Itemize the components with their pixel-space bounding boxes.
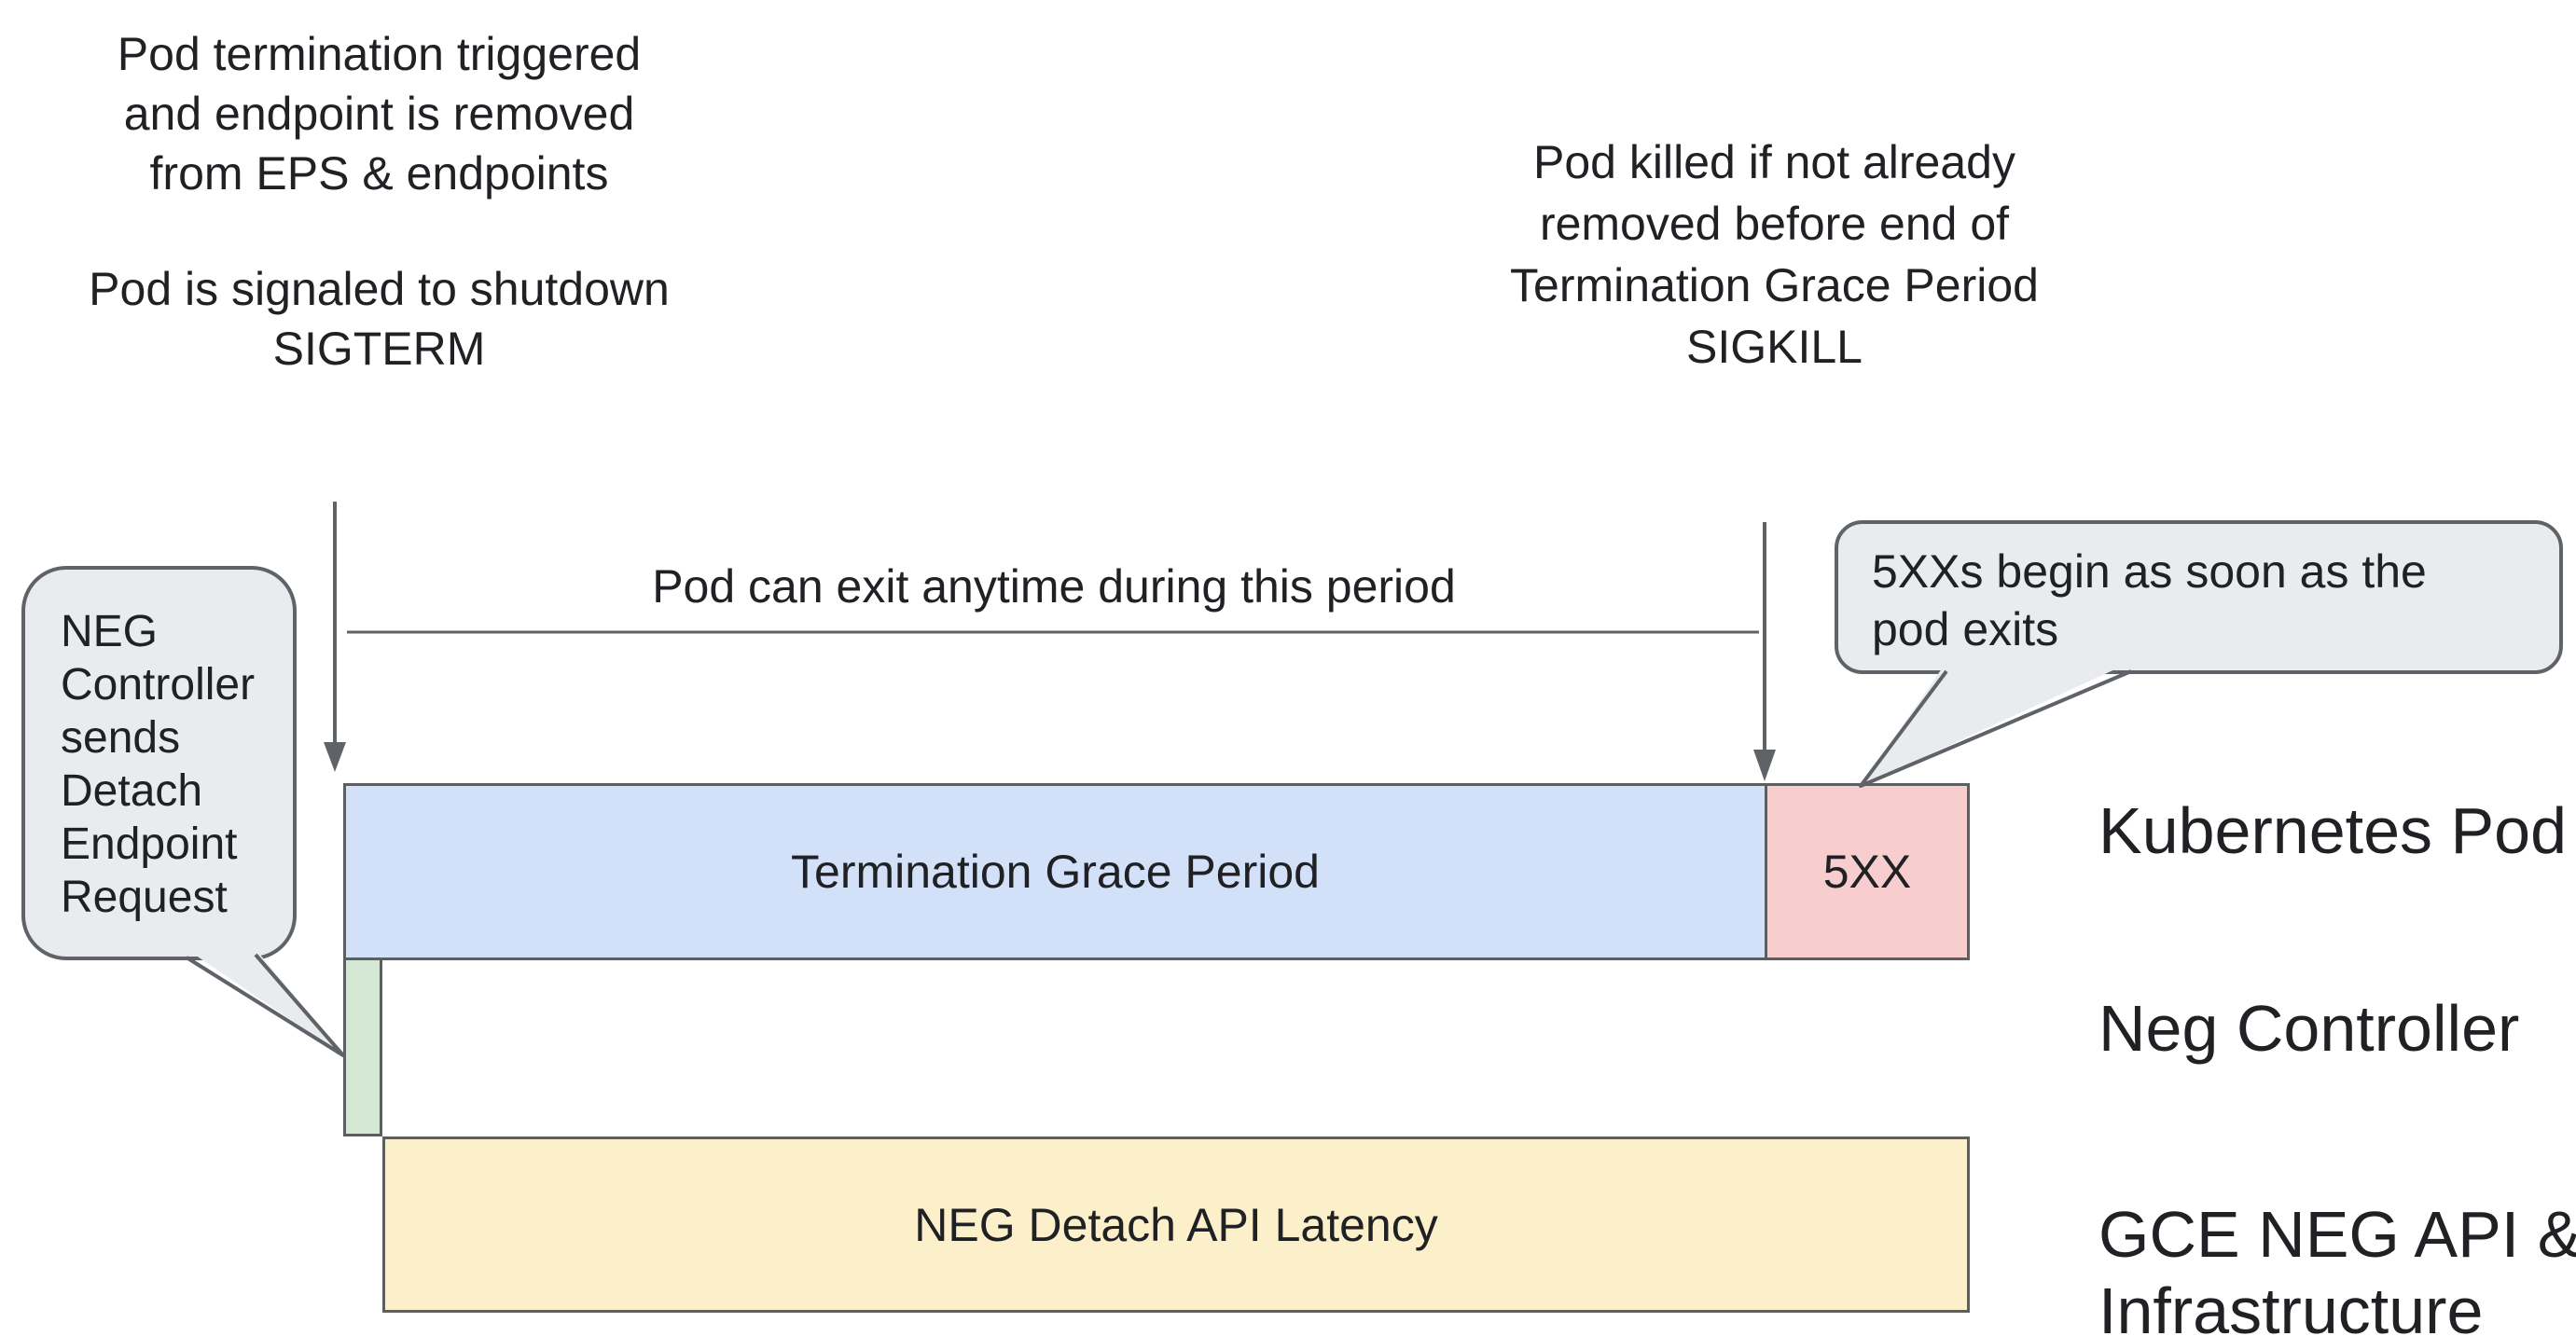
annotation-pod-termination-triggered: Pod termination triggered and endpoint i… <box>78 24 680 379</box>
annotation-line: Pod termination triggered <box>117 28 642 80</box>
speech-bubble-tail <box>1861 662 2131 786</box>
bar-neg-controller-detach <box>343 960 382 1136</box>
speech-bubble-text: NEG Controller sends Detach Endpoint Req… <box>61 607 256 922</box>
bar-5xx: 5XX <box>1765 783 1970 960</box>
sigkill-arrow-head <box>1753 750 1776 781</box>
speech-bubble-neg-controller: NEG Controller sends Detach Endpoint Req… <box>21 566 297 960</box>
speech-bubble-5xx-begin: 5XXs begin as soon as the pod exits <box>1835 520 2563 674</box>
row-label-neg-controller: Neg Controller <box>2098 992 2520 1065</box>
annotation-line: Pod is signaled to shutdown <box>89 263 670 315</box>
sigterm-arrow-head <box>324 742 346 772</box>
annotation-pod-killed-sigkill: Pod killed if not already removed before… <box>1474 131 2075 378</box>
bar-label: Termination Grace Period <box>791 846 1320 898</box>
annotation-line: from EPS & endpoints <box>149 147 609 200</box>
annotation-line: Termination Grace Period <box>1510 259 2039 311</box>
bar-neg-detach-api-latency: NEG Detach API Latency <box>382 1136 1970 1313</box>
speech-bubble-text: 5XXs begin as soon as the pod exits <box>1872 545 2427 655</box>
annotation-pod-can-exit: Pod can exit anytime during this period <box>652 560 1456 613</box>
annotation-line: SIGKILL <box>1686 321 1863 373</box>
annotation-line: removed before end of <box>1539 198 2010 250</box>
speech-bubble-tail <box>187 949 343 1055</box>
speech-bubble-tail-outline <box>185 953 345 1057</box>
bar-label: NEG Detach API Latency <box>914 1198 1438 1251</box>
annotation-line: and endpoint is removed <box>123 88 635 140</box>
speech-bubble-tail-outline <box>1859 669 2132 788</box>
row-label-gce-neg-api: GCE NEG API & Infrastructure <box>2098 1198 2576 1336</box>
annotation-line: Pod killed if not already <box>1533 136 2015 188</box>
bar-label: 5XX <box>1822 846 1912 898</box>
row-label-kubernetes-pod: Kubernetes Pod <box>2098 794 2568 867</box>
bar-termination-grace-period: Termination Grace Period <box>343 783 1765 960</box>
annotation-line: SIGTERM <box>272 323 486 375</box>
